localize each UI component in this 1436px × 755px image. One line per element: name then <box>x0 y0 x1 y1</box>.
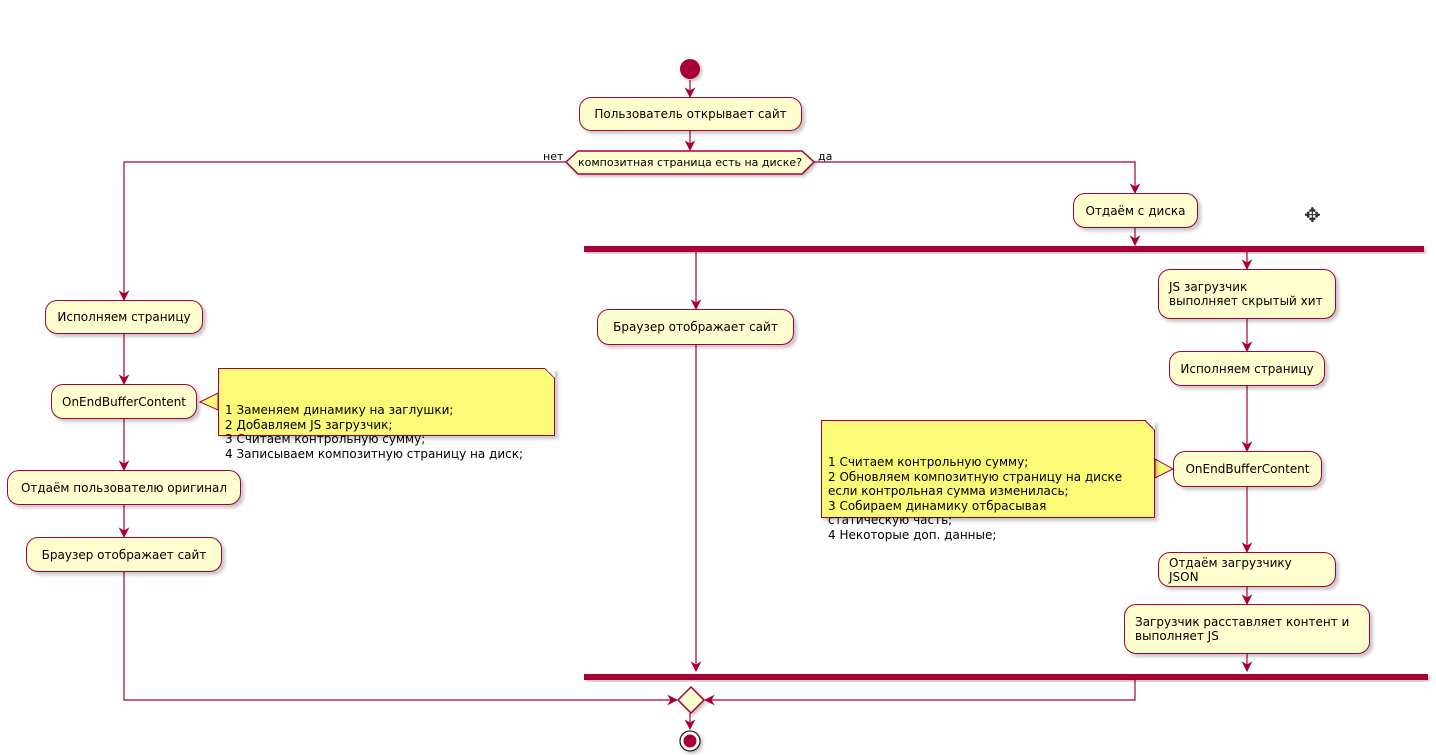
move-cursor-icon: ✥ <box>1304 203 1321 227</box>
edge-no-branch <box>118 161 566 302</box>
branch-yes-label: да <box>818 150 833 163</box>
activity-right-exec-page[interactable]: Исполняем страницу <box>1169 351 1325 386</box>
note-right-text: 1 Считаем контрольную сумму; 2 Обновляем… <box>828 455 1123 542</box>
edge-left-merge <box>123 572 679 706</box>
activity-left-return-original[interactable]: Отдаём пользователю оригинал <box>7 470 241 505</box>
branch-no-label: нет <box>543 150 564 163</box>
activity-left-exec-page[interactable]: Исполняем страницу <box>45 300 203 334</box>
activity-loader-places-content[interactable]: Загрузчик расставляет контент и выполняе… <box>1124 604 1370 654</box>
activity-serve-from-disk[interactable]: Отдаём с диска <box>1073 193 1198 228</box>
activity-left-browser[interactable]: Браузер отображает сайт <box>26 537 222 572</box>
activity-left-onendbuffer[interactable]: OnEndBufferContent <box>51 384 197 419</box>
note-left-fold <box>545 368 555 378</box>
note-right: 1 Считаем контрольную сумму; 2 Обновляем… <box>821 420 1155 542</box>
fork-bar <box>584 246 1424 252</box>
edge-yes-branch <box>814 161 1141 195</box>
activity-send-json[interactable]: Отдаём загрузчику JSON <box>1158 552 1336 587</box>
note-left-text: 1 Заменяем динамику на заглушки; 2 Добав… <box>225 403 524 461</box>
merge-diamond <box>676 685 706 715</box>
activity-right-onendbuffer[interactable]: OnEndBufferContent <box>1173 451 1322 487</box>
note-left: 1 Заменяем динамику на заглушки; 2 Добав… <box>218 368 555 461</box>
activity-js-loader[interactable]: JS загрузчик выполняет скрытый хит <box>1158 269 1336 319</box>
activity-open-site[interactable]: Пользователь открывает сайт <box>579 97 802 131</box>
end-node-inner <box>683 734 697 748</box>
note-right-pointer <box>1154 458 1175 479</box>
decision-shape <box>564 150 816 175</box>
edge-join-merge <box>703 680 1136 706</box>
decision-label: композитная страница есть на диске? <box>578 156 802 169</box>
note-left-pointer <box>198 392 219 411</box>
activity-mid-browser[interactable]: Браузер отображает сайт <box>597 309 794 345</box>
start-node-icon <box>680 59 700 79</box>
join-bar <box>584 674 1428 680</box>
note-right-fold <box>1145 420 1155 430</box>
